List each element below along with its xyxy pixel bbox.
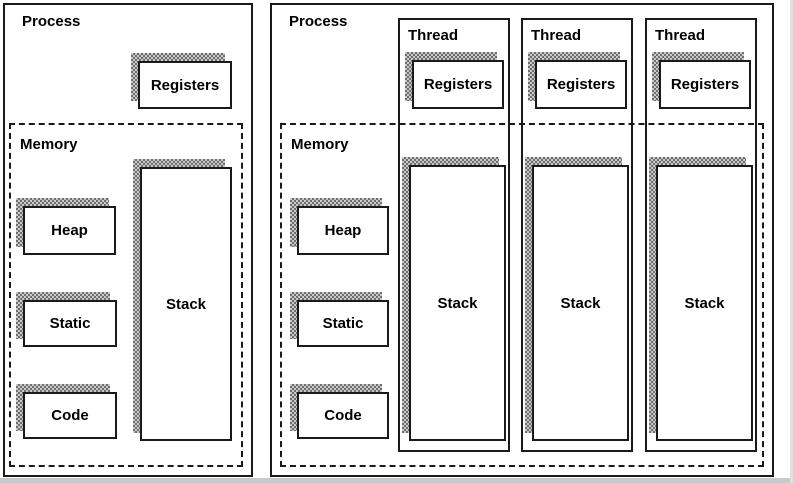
registers-label: Registers: [670, 76, 740, 93]
process-title: Process: [289, 13, 348, 30]
stack-label: Stack: [437, 294, 478, 312]
registers-box: Registers: [535, 60, 627, 109]
stack-box: Stack: [656, 165, 753, 441]
stack-box: Stack: [140, 167, 232, 441]
single-threaded-process-panel: Process Registers Memory Heap Static Cod…: [3, 3, 253, 477]
registers-box: Registers: [412, 60, 504, 109]
memory-region: Memory Heap Static Code Stack: [9, 123, 243, 467]
registers-box: Registers: [659, 60, 751, 109]
screenshot-bottom-edge: [0, 478, 793, 483]
thread-column: Thread Registers Stack: [521, 18, 633, 452]
registers-box: Registers: [138, 61, 232, 109]
memory-region: Memory Heap Static Code: [280, 123, 764, 467]
heap-label: Heap: [324, 222, 362, 239]
screenshot-right-edge: [790, 0, 793, 483]
static-label: Static: [322, 315, 364, 332]
static-label: Static: [49, 315, 91, 332]
static-box: Static: [23, 300, 117, 347]
process-title: Process: [22, 13, 81, 30]
registers-label: Registers: [423, 76, 493, 93]
stack-box: Stack: [532, 165, 629, 441]
thread-column: Thread Registers Stack: [645, 18, 757, 452]
registers-label: Registers: [546, 76, 616, 93]
thread-column: Thread Registers Stack: [398, 18, 510, 452]
memory-title: Memory: [291, 136, 349, 153]
stack-box: Stack: [409, 165, 506, 441]
thread-title: Thread: [531, 27, 582, 44]
registers-label: Registers: [150, 76, 220, 94]
stack-label: Stack: [560, 294, 601, 312]
code-label: Code: [324, 407, 362, 424]
thread-title: Thread: [408, 27, 459, 44]
memory-title: Memory: [20, 136, 78, 153]
thread-title: Thread: [655, 27, 706, 44]
code-box: Code: [23, 392, 117, 439]
static-box: Static: [297, 300, 389, 347]
stack-label: Stack: [165, 295, 207, 313]
heap-label: Heap: [51, 222, 88, 239]
code-box: Code: [297, 392, 389, 439]
heap-box: Heap: [297, 206, 389, 255]
code-label: Code: [51, 407, 89, 424]
heap-box: Heap: [23, 206, 116, 255]
stack-label: Stack: [684, 294, 725, 312]
multi-threaded-process-panel: Process Memory Heap Static Code Thread R…: [270, 3, 774, 477]
